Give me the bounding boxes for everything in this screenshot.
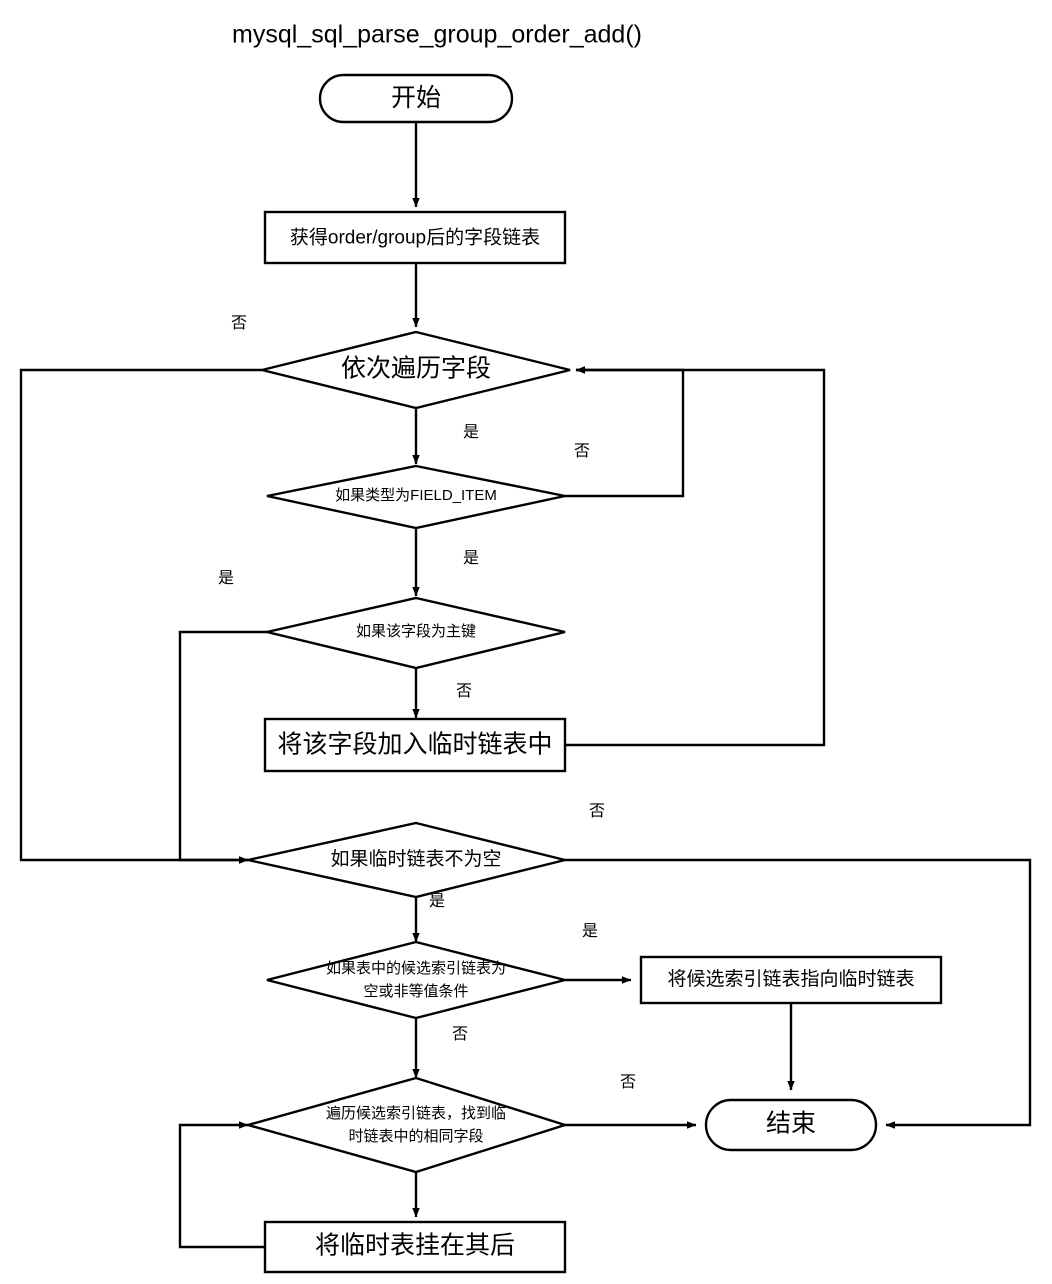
node-end-shape — [704, 1098, 878, 1152]
edge-label-iterate-yes: 是 — [463, 424, 479, 441]
node-temp-not-empty-label: 如果临时链表不为空 — [330, 848, 501, 870]
edge-label-field-item-yes: 是 — [463, 550, 479, 567]
node-get-fields[interactable]: 获得order/group后的字段链表 — [263, 210, 567, 265]
edge-add-temp-to-iterate — [565, 366, 826, 747]
node-append-temp-table-shape — [263, 1220, 567, 1274]
node-is-field-item-shape — [266, 464, 566, 530]
edge-label-iterate-no: 否 — [231, 315, 247, 332]
node-start[interactable]: 开始 — [318, 73, 514, 124]
node-end-label: 结束 — [766, 1110, 816, 1138]
node-end[interactable]: 结束 — [704, 1098, 878, 1152]
node-iterate-fields-label: 依次遍历字段 — [341, 355, 491, 383]
node-get-fields-shape — [263, 210, 567, 265]
node-iterate-fields-shape — [261, 330, 571, 410]
node-start-label: 开始 — [391, 84, 441, 112]
diagram-title: mysql_sql_parse_group_order_add() — [232, 21, 642, 49]
edge-label-primary-key-no: 否 — [456, 683, 472, 700]
edge-label-field-item-no: 否 — [574, 443, 590, 460]
node-iterate-fields[interactable]: 依次遍历字段 — [261, 330, 571, 410]
edge-label-temp-not-empty-no: 否 — [589, 803, 605, 820]
node-add-to-temp-list-shape — [263, 717, 567, 773]
node-point-cand-to-temp-shape — [639, 955, 943, 1005]
edge-label-cand-index-yes: 是 — [582, 923, 598, 940]
node-add-to-temp-list-label: 将该字段加入临时链表中 — [277, 731, 552, 759]
edge-temp-not-empty-no-to-end — [565, 858, 1032, 1129]
edge-field-item-no-to-iterate — [565, 366, 685, 498]
node-add-to-temp-list[interactable]: 将该字段加入临时链表中 — [263, 717, 567, 773]
node-temp-not-empty[interactable]: 如果临时链表不为空 — [247, 821, 566, 899]
node-is-field-item[interactable]: 如果类型为FIELD_ITEM — [266, 464, 566, 530]
node-find-same-field-shape — [243, 1076, 569, 1174]
node-cand-index-empty-label-line1: 如果表中的候选索引链表为 — [326, 960, 506, 977]
edge-primary-key-yes-to-temp-not-empty — [178, 630, 267, 864]
node-temp-not-empty-shape — [247, 821, 566, 899]
edge-label-cand-index-no: 否 — [452, 1026, 468, 1043]
node-append-temp-table[interactable]: 将临时表挂在其后 — [263, 1220, 567, 1274]
node-find-same-field-label-line2: 时链表中的相同字段 — [348, 1128, 483, 1145]
node-find-same-field[interactable]: 遍历候选索引链表，找到临 时链表中的相同字段 — [243, 1076, 569, 1174]
edge-append-temp-to-find-same — [178, 1121, 265, 1249]
edge-iterate-no-to-temp-not-empty — [19, 368, 262, 864]
node-cand-index-empty-label-line2: 空或非等值条件 — [363, 982, 468, 1000]
node-cand-index-empty[interactable]: 如果表中的候选索引链表为 空或非等值条件 — [266, 940, 566, 1020]
edge-label-primary-key-yes: 是 — [218, 570, 234, 587]
node-find-same-field-label-line1: 遍历候选索引链表，找到临 — [326, 1105, 506, 1122]
edge-label-find-same-no: 否 — [620, 1074, 636, 1091]
node-is-primary-key[interactable]: 如果该字段为主键 — [266, 596, 566, 670]
node-is-primary-key-label: 如果该字段为主键 — [356, 623, 476, 640]
node-append-temp-table-label: 将临时表挂在其后 — [315, 1232, 515, 1260]
node-is-field-item-label: 如果类型为FIELD_ITEM — [335, 487, 497, 504]
node-get-fields-label: 获得order/group后的字段链表 — [290, 227, 540, 249]
node-cand-index-empty-shape — [266, 940, 566, 1020]
node-is-primary-key-shape — [266, 596, 566, 670]
node-point-cand-to-temp[interactable]: 将候选索引链表指向临时链表 — [639, 955, 943, 1005]
edge-label-temp-not-empty-yes: 是 — [429, 893, 445, 910]
node-start-shape — [318, 73, 514, 124]
node-point-cand-to-temp-label: 将候选索引链表指向临时链表 — [667, 968, 914, 990]
